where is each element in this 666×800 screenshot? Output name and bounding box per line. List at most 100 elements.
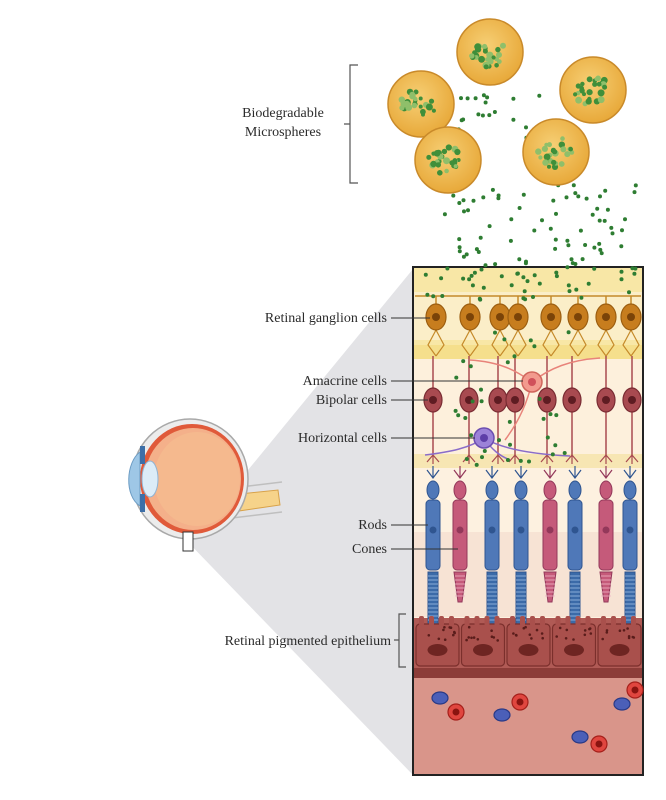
bipolar-cell	[562, 356, 582, 464]
drug-dot	[535, 148, 542, 155]
drug-dot	[482, 48, 488, 54]
drug-dot	[486, 51, 494, 59]
drug-particle	[442, 212, 447, 217]
drug-particle	[619, 244, 624, 249]
drug-dot	[421, 112, 425, 117]
drug-particle	[425, 292, 430, 297]
label-rpe: Retinal pigmented epithelium	[225, 634, 392, 649]
drug-particle	[505, 360, 510, 365]
rod-cell	[425, 466, 441, 633]
drug-particle	[474, 247, 479, 252]
drug-dot	[538, 155, 543, 160]
blood-cell-icon	[431, 691, 449, 705]
eye-icon	[128, 418, 283, 552]
drug-particle	[532, 273, 537, 278]
drug-dot	[454, 148, 461, 156]
drug-dot	[542, 159, 549, 166]
drug-particle	[573, 262, 578, 266]
zoom-projection	[183, 269, 413, 775]
drug-dot	[552, 149, 558, 155]
drug-particle	[574, 287, 579, 292]
drug-particle	[483, 100, 488, 105]
blood-cell-icon	[447, 703, 465, 721]
drug-particle	[605, 207, 610, 212]
drug-dot	[496, 51, 502, 58]
drug-particle	[553, 246, 558, 251]
ganglion-cell	[567, 296, 589, 357]
ganglion-cells	[425, 296, 642, 357]
rpe-cell	[415, 616, 460, 667]
drug-dot	[469, 53, 475, 59]
drug-particle	[473, 96, 478, 101]
drug-particle	[471, 198, 476, 203]
drug-particle	[467, 277, 472, 282]
drug-particle	[464, 457, 469, 461]
drug-dot	[412, 96, 418, 102]
drug-particle	[445, 266, 450, 271]
drug-particle	[505, 458, 510, 462]
drug-particle	[470, 399, 475, 404]
drug-particle	[602, 218, 607, 223]
drug-particle	[620, 228, 624, 233]
drug-particle	[459, 96, 463, 101]
drug-particle	[595, 206, 600, 211]
drug-particle	[423, 272, 428, 277]
drug-particle	[565, 265, 570, 270]
label-cones: Cones	[352, 542, 387, 557]
drug-dot	[433, 150, 441, 157]
drug-particle	[579, 295, 584, 300]
drug-particle	[457, 245, 462, 250]
drug-particle	[566, 330, 571, 335]
drug-particle	[465, 96, 470, 101]
drug-particle	[490, 187, 495, 192]
cone-cell	[452, 466, 468, 603]
drug-particle	[633, 266, 638, 271]
drug-particle	[508, 238, 513, 243]
drug-particle	[545, 435, 550, 440]
ganglion-cell	[595, 296, 617, 357]
drug-dot	[445, 144, 452, 151]
blood-cell-icon	[493, 708, 511, 722]
drug-particle	[528, 338, 533, 343]
drug-dot	[431, 108, 436, 113]
drug-particle	[509, 217, 514, 222]
drug-particle	[474, 462, 479, 467]
microspheres	[387, 18, 627, 194]
drug-particle	[554, 211, 558, 216]
microsphere-icon	[387, 70, 455, 138]
drug-dot	[496, 59, 502, 64]
drug-particle	[521, 192, 526, 197]
drug-dot	[558, 141, 565, 148]
rpe-cell	[551, 616, 597, 667]
rod-cell	[513, 466, 529, 633]
blood-cell-icon	[590, 735, 608, 753]
drug-particle	[566, 283, 571, 288]
choroid-layer	[413, 678, 643, 775]
blood-cell-icon	[613, 697, 631, 711]
drug-particle	[468, 364, 473, 369]
drug-particle	[461, 276, 466, 281]
drug-particle	[562, 451, 567, 455]
drug-dot	[425, 103, 433, 111]
amacrine-cell	[469, 357, 601, 441]
drug-dot	[435, 162, 441, 168]
drug-particle	[599, 251, 604, 256]
drug-particle	[466, 208, 470, 213]
drug-dot	[568, 146, 573, 152]
drug-dot	[441, 148, 448, 155]
bipolar-cell	[423, 356, 443, 464]
blood-cells	[431, 681, 644, 753]
drug-dot	[426, 154, 432, 160]
drug-particle	[633, 183, 638, 188]
drug-particle	[515, 271, 520, 276]
ganglion-cell	[620, 296, 642, 357]
drug-particle	[479, 387, 483, 392]
drug-particle	[524, 125, 528, 130]
drug-particle	[499, 274, 504, 279]
rpe-cell	[506, 616, 551, 667]
drug-particle	[584, 196, 589, 201]
drug-particle	[523, 297, 528, 302]
drug-particle	[573, 191, 578, 196]
drug-dot	[586, 76, 593, 83]
drug-particle	[463, 416, 468, 420]
